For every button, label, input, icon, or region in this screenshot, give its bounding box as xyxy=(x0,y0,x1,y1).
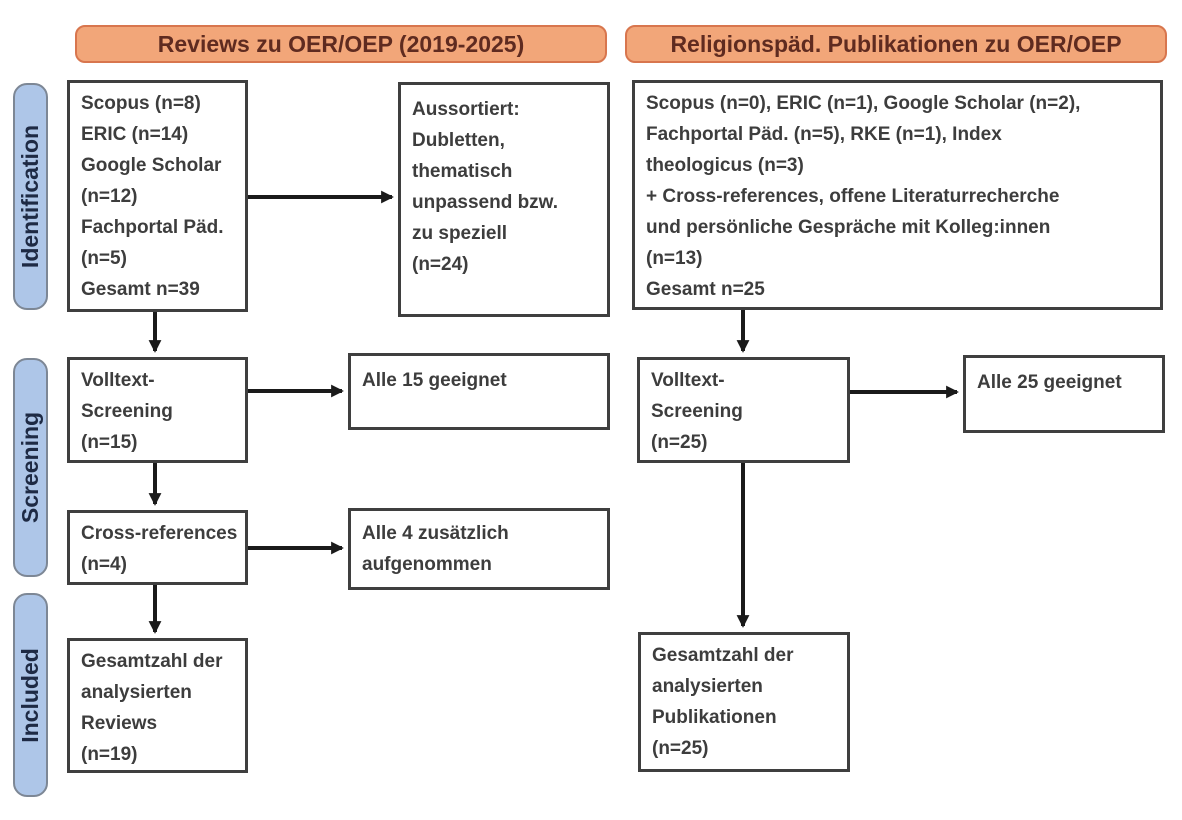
box-text-line: (n=25) xyxy=(651,432,708,453)
header-reviews-label: Reviews zu OER/OEP (2019-2025) xyxy=(157,30,525,57)
box-text-line: Screening xyxy=(651,401,743,422)
box-text-line: Volltext- xyxy=(651,370,725,391)
header-religionspaed-label: Religionspäd. Publikationen zu OER/OEP xyxy=(670,30,1122,57)
box-text-line: Aussortiert: xyxy=(412,99,520,120)
box-text-line: Fachportal Päd. xyxy=(81,217,224,238)
box-text-line: ERIC (n=14) xyxy=(81,124,189,145)
box-text-line: Publikationen xyxy=(652,707,777,728)
box-text-line: Alle 15 geeignet xyxy=(362,370,507,391)
box-right-sources: Scopus (n=0), ERIC (n=1), Google Scholar… xyxy=(632,80,1163,310)
box-left-added: Alle 4 zusätzlich aufgenommen xyxy=(348,508,610,590)
box-text-line: Dubletten, xyxy=(412,130,505,151)
box-text-line: analysierten xyxy=(652,676,763,697)
box-text-line: und persönliche Gespräche mit Kolleg:inn… xyxy=(646,217,1051,238)
box-left-eligible: Alle 15 geeignet xyxy=(348,353,610,430)
box-text-line: Gesamt n=25 xyxy=(646,279,765,300)
box-text-line: thematisch xyxy=(412,161,513,182)
box-text-line: + Cross-references, offene Literaturrech… xyxy=(646,186,1060,207)
box-text-line: (n=5) xyxy=(81,248,127,269)
box-left-sources: Scopus (n=8) ERIC (n=14) Google Scholar (n=… xyxy=(67,80,248,312)
box-text-line: Gesamt n=39 xyxy=(81,279,200,300)
box-text-line: Screening xyxy=(81,401,173,422)
header-religionspaed-pill: Religionspäd. Publikationen zu OER/OEP xyxy=(625,25,1167,63)
box-text-line: (n=24) xyxy=(412,254,469,275)
box-text-line: Volltext- xyxy=(81,370,155,391)
box-text-line: Scopus (n=8) xyxy=(81,93,201,114)
stage-label-identification: Identification xyxy=(13,83,48,310)
box-text-line: (n=15) xyxy=(81,432,138,453)
box-text-line: Gesamtzahl der xyxy=(81,651,223,672)
box-text-line: analysierten xyxy=(81,682,192,703)
box-left-excluded: Aussortiert: Dubletten, thematisch unpassen… xyxy=(398,82,610,317)
box-text-line: theologicus (n=3) xyxy=(646,155,804,176)
stage-label-screening: Screening xyxy=(13,358,48,577)
box-left-fulltext-screening: Volltext- Screening (n=15) xyxy=(67,357,248,463)
box-text-line: Alle 4 zusätzlich xyxy=(362,523,509,544)
box-text-line: unpassend bzw. xyxy=(412,192,559,213)
box-text-line: zu speziell xyxy=(412,223,508,244)
box-text-line: (n=13) xyxy=(646,248,703,269)
header-reviews-pill: Reviews zu OER/OEP (2019-2025) xyxy=(75,25,607,63)
box-text-line: Scopus (n=0), ERIC (n=1), Google Scholar… xyxy=(646,93,1081,114)
box-text-line: Reviews xyxy=(81,713,158,734)
box-left-crossreferences: Cross-references (n=4) xyxy=(67,510,248,585)
stage-screening-text: Screening xyxy=(17,411,43,524)
box-text-line: Fachportal Päd. (n=5), RKE (n=1), Index xyxy=(646,124,1002,145)
box-text-line: aufgenommen xyxy=(362,554,492,575)
box-text-line: Alle 25 geeignet xyxy=(977,372,1122,393)
box-text-line: (n=19) xyxy=(81,744,138,765)
box-text-line: Cross-references xyxy=(81,523,238,544)
box-text-line: (n=25) xyxy=(652,738,709,759)
box-text-line: Google Scholar xyxy=(81,155,222,176)
box-text-line: (n=12) xyxy=(81,186,138,207)
stage-label-included: Included xyxy=(13,593,48,797)
box-right-fulltext-screening: Volltext- Screening (n=25) xyxy=(637,357,850,463)
box-text-line: Gesamtzahl der xyxy=(652,645,794,666)
stage-included-text: Included xyxy=(17,647,43,743)
stage-identification-text: Identification xyxy=(17,124,43,269)
box-text-line: (n=4) xyxy=(81,554,127,575)
box-right-eligible: Alle 25 geeignet xyxy=(963,355,1165,433)
